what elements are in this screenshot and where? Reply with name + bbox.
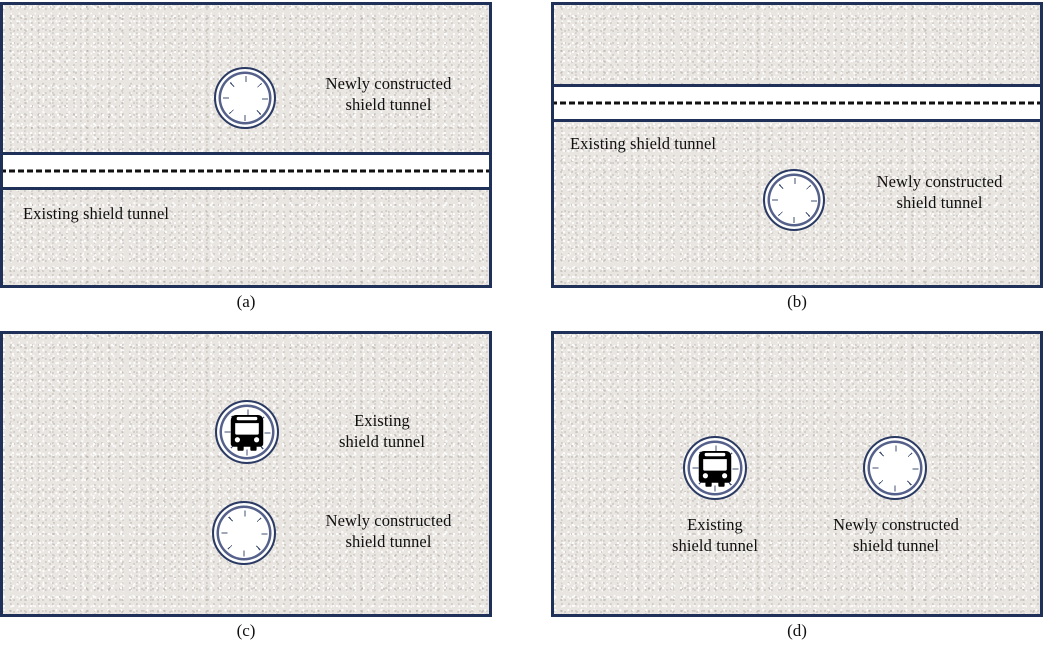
- caption-d: (d): [787, 621, 807, 640]
- lining-segment-ticks-icon: [762, 168, 826, 232]
- interface-band-a: [3, 152, 489, 190]
- new-tunnel-label-a: Newly constructed shield tunnel: [325, 74, 452, 115]
- caption-c: (c): [236, 621, 256, 640]
- dashed-interface-line-a: [3, 169, 489, 173]
- new-shield-tunnel-ring-d: [862, 435, 928, 501]
- existing-shield-tunnel-ring-c: [214, 399, 280, 465]
- caption-a: (a): [236, 292, 256, 311]
- new-shield-tunnel-ring-b: [762, 168, 826, 232]
- train-front-icon: [228, 413, 265, 452]
- existing-shield-tunnel-ring-d: [682, 435, 748, 501]
- existing-tunnel-label-c: Existing shield tunnel: [338, 411, 426, 452]
- interface-band-b: [554, 84, 1040, 122]
- new-shield-tunnel-ring-a: [213, 66, 277, 130]
- panel-c-soil-section: Existing shield tunnel Newly constructed…: [0, 331, 492, 617]
- new-tunnel-label-c: Newly constructed shield tunnel: [325, 511, 452, 552]
- existing-tunnel-label-b: Existing shield tunnel: [570, 134, 717, 153]
- caption-b: (b): [787, 292, 807, 311]
- panel-a-soil-section: Newly constructed shield tunnel Existing…: [0, 2, 492, 288]
- train-front-icon: [696, 449, 733, 488]
- lining-segment-ticks-icon: [862, 435, 928, 501]
- dashed-interface-line-b: [554, 101, 1040, 105]
- lining-segment-ticks-icon: [213, 66, 277, 130]
- existing-tunnel-label-a: Existing shield tunnel: [23, 204, 170, 223]
- panel-d-soil-section: Existing shield tunnel Newly constructed…: [551, 331, 1043, 617]
- existing-tunnel-label-d: Existing shield tunnel: [671, 515, 759, 556]
- lining-segment-ticks-icon: [211, 500, 277, 566]
- new-tunnel-label-b: Newly constructed shield tunnel: [876, 172, 1003, 213]
- panel-b-soil-section: Existing shield tunnel Newly constructed…: [551, 2, 1043, 288]
- new-shield-tunnel-ring-c: [211, 500, 277, 566]
- new-tunnel-label-d: Newly constructed shield tunnel: [833, 515, 959, 556]
